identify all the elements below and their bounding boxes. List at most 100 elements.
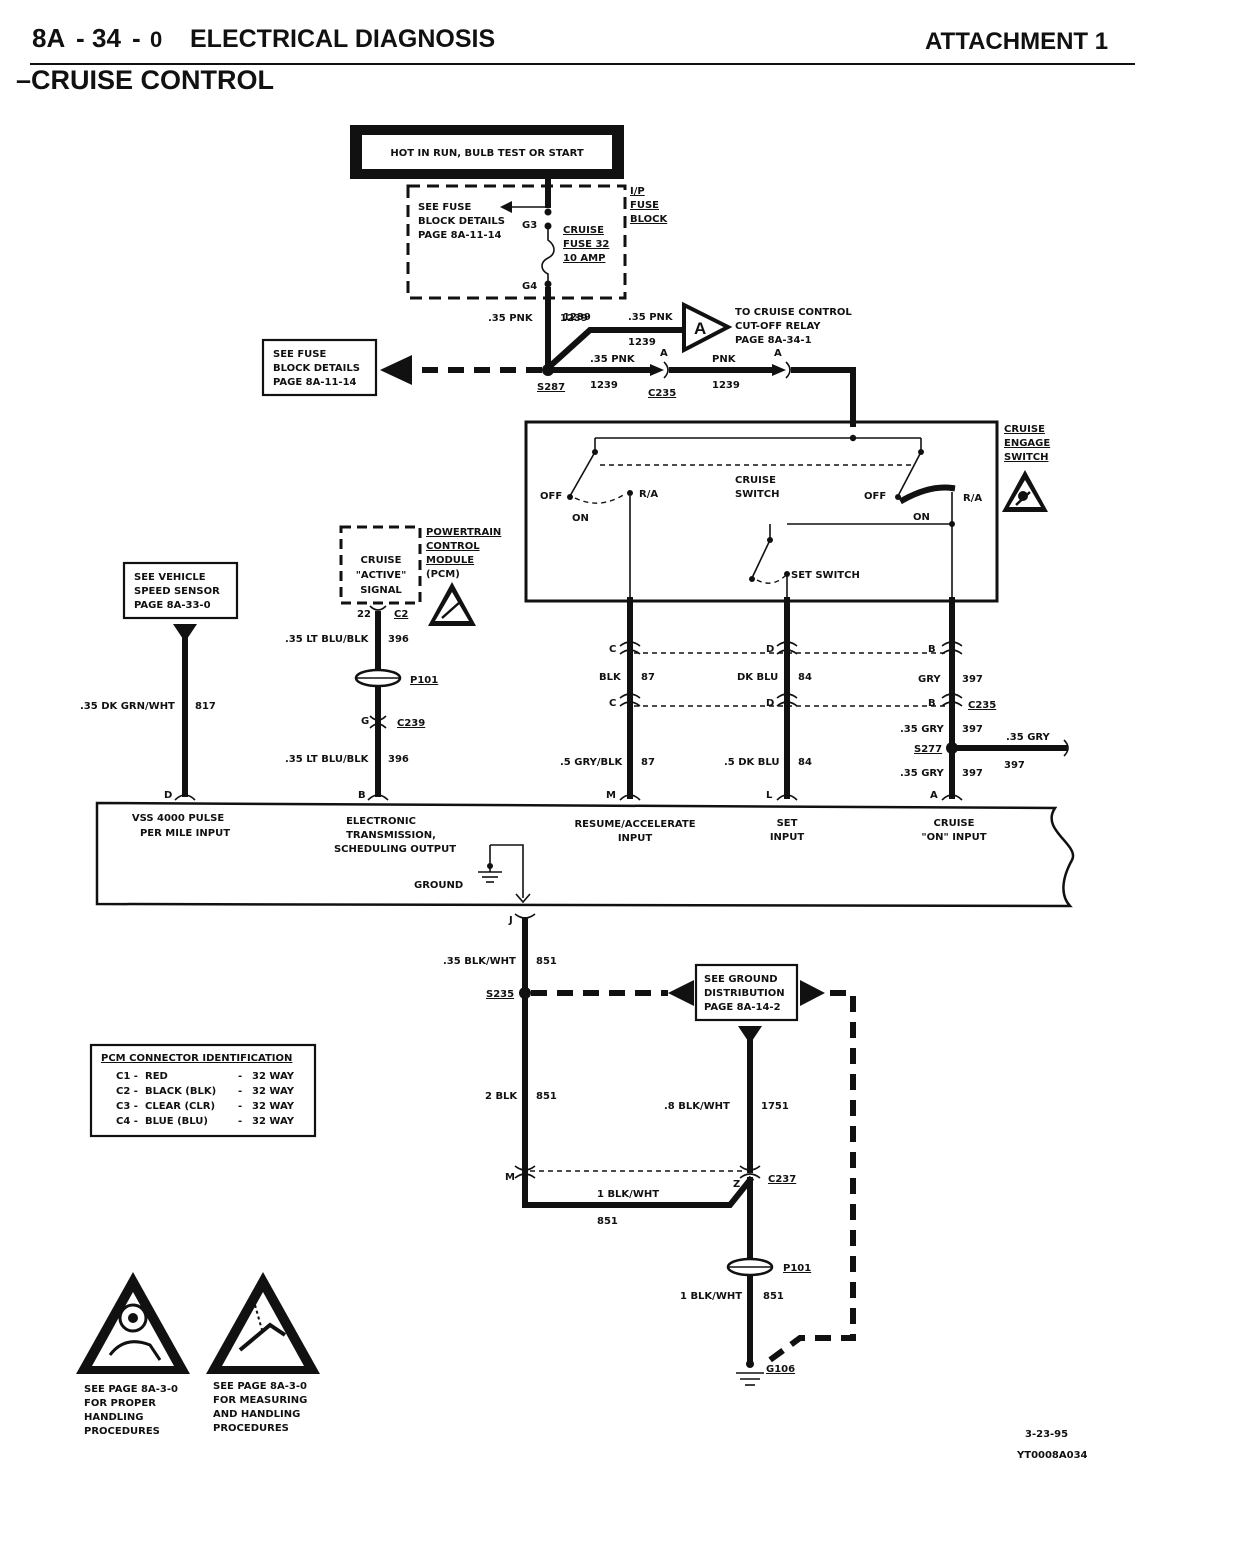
measuring-warning-right: SEE PAGE 8A-3-0 FOR MEASURING AND HANDLI…	[213, 1381, 307, 1434]
svg-text:C1 -: C1 -	[116, 1071, 138, 1082]
cruise-active-signal: CRUISE "ACTIVE" SIGNAL POWERTRAIN CONTRO…	[285, 525, 501, 801]
off-right-label: OFF	[864, 491, 886, 502]
svg-text:HANDLING: HANDLING	[84, 1412, 143, 1423]
svg-text:FUSE: FUSE	[630, 200, 659, 211]
pcm-signal-box	[339, 525, 422, 605]
connector-c237: C237	[768, 1174, 796, 1185]
pin-m-resume: M	[606, 790, 616, 801]
svg-text:BLUE (BLU): BLUE (BLU)	[145, 1116, 208, 1127]
pin-l-set: L	[766, 790, 773, 801]
svg-text:PAGE 8A-34-1: PAGE 8A-34-1	[735, 335, 812, 346]
svg-text:INPUT: INPUT	[770, 832, 805, 843]
ground-g106: G106	[766, 1364, 795, 1375]
svg-text:SET: SET	[777, 818, 798, 829]
svg-text:I/P: I/P	[630, 186, 645, 197]
ground-distribution-box	[694, 963, 799, 1022]
svg-text:SEE PAGE 8A-3-0: SEE PAGE 8A-3-0	[84, 1384, 178, 1395]
ip-fuse-block-label: I/P FUSE BLOCK	[630, 186, 668, 225]
switch-output-wires: C C BLK 87 .5 GRY/BLK 87 M D D DK BLU 84…	[560, 597, 1069, 801]
circuit-851-4: 851	[763, 1291, 784, 1302]
arrow-left-icon	[668, 980, 694, 1006]
pin-b-lower: B	[928, 698, 936, 709]
svg-text:-: -	[238, 1071, 242, 1082]
circuit-397-a: 397	[962, 674, 983, 685]
svg-text:SWITCH: SWITCH	[735, 489, 779, 500]
page-number-sep1: -	[76, 23, 85, 53]
svg-text:BLOCK DETAILS: BLOCK DETAILS	[418, 216, 505, 227]
svg-text:BLOCK DETAILS: BLOCK DETAILS	[273, 363, 360, 374]
svg-text:CRUISE: CRUISE	[361, 555, 402, 566]
splice-s277-label: S277	[914, 744, 942, 755]
wire-5-dk-blu: .5 DK BLU	[724, 757, 780, 768]
svg-text:FOR PROPER: FOR PROPER	[84, 1398, 156, 1409]
circuit-851-1: 851	[536, 956, 557, 967]
ets-output-label: ELECTRONIC TRANSMISSION, SCHEDULING OUTP…	[334, 816, 456, 855]
cruise-engage-switch: CRUISE ENGAGE SWITCH OFF ON R/A CRUISE S…	[524, 420, 1050, 603]
svg-text:C4 -: C4 -	[116, 1116, 138, 1127]
connector-arrow-icon	[650, 364, 664, 376]
wire-dk-blu: DK BLU	[737, 672, 778, 683]
svg-text:32 WAY: 32 WAY	[252, 1071, 295, 1082]
footer-date: 3-23-95	[1025, 1429, 1068, 1440]
pin-c-lower: C	[609, 698, 616, 709]
svg-text:CRUISE: CRUISE	[735, 475, 776, 486]
wire-pnk-after: PNK	[712, 354, 737, 365]
svg-text:32 WAY: 32 WAY	[252, 1101, 295, 1112]
pin-b-ets: B	[358, 790, 366, 801]
wire-35-pnk-top: .35 PNK	[628, 312, 674, 323]
on-right-label: ON	[913, 512, 930, 523]
pin-d-lower: D	[766, 698, 774, 709]
pin-m-ground: M	[505, 1172, 515, 1183]
svg-text:TRANSMISSION,: TRANSMISSION,	[346, 830, 436, 841]
arrow-down-icon	[173, 624, 197, 642]
circuit-397-c: 397	[962, 768, 983, 779]
svg-text:PAGE 8A-14-2: PAGE 8A-14-2	[704, 1002, 781, 1013]
vss-reference-box	[122, 561, 239, 620]
arrow-down-icon	[738, 1026, 762, 1044]
esd-warning-icon	[428, 582, 476, 626]
connector-c235-label: C235	[648, 388, 676, 399]
svg-text:SWITCH: SWITCH	[1004, 452, 1048, 463]
svg-text:FUSE 32: FUSE 32	[563, 239, 609, 250]
esd-warning-icon	[206, 1272, 320, 1374]
ground-circuit: J .35 BLK/WHT 851 S235 SEE GROUND DISTRI…	[443, 913, 856, 1386]
arrow-left-icon	[380, 355, 412, 385]
power-source: HOT IN RUN, BULB TEST OR START SEE FUSE …	[350, 125, 668, 300]
off-left-label: OFF	[540, 491, 562, 502]
svg-text:RESUME/ACCELERATE: RESUME/ACCELERATE	[574, 819, 695, 830]
feed-circuit-1239: .35 PNK 1239 .35 PNK 1239 1239 A TO CRUI…	[261, 287, 856, 427]
svg-text:POWERTRAIN: POWERTRAIN	[426, 527, 501, 538]
wire-35-dk-grn-wht: .35 DK GRN/WHT	[80, 701, 175, 712]
svg-text:-: -	[238, 1116, 242, 1127]
page-number-sub: 0	[150, 27, 162, 52]
fuse-block-reference: SEE FUSE BLOCK DETAILS PAGE 8A-11-14	[418, 202, 505, 241]
svg-text:VSS 4000 PULSE: VSS 4000 PULSE	[132, 813, 225, 824]
svg-text:32 WAY: 32 WAY	[252, 1086, 295, 1097]
wire-1-blk-wht-1: 1 BLK/WHT	[597, 1189, 659, 1200]
relay-reference-triangle	[682, 301, 733, 354]
circuit-1239-top-b: 1239	[628, 337, 656, 348]
splice-s235	[519, 987, 531, 999]
svg-text:(PCM): (PCM)	[426, 569, 460, 580]
svg-text:AND HANDLING: AND HANDLING	[213, 1409, 300, 1420]
circuit-84-b: 84	[798, 757, 812, 768]
set-switch-label: SET SWITCH	[791, 570, 860, 581]
svg-text:"ON" INPUT: "ON" INPUT	[921, 832, 986, 843]
circuit-1239-after: 1239	[712, 380, 740, 391]
svg-text:PER MILE INPUT: PER MILE INPUT	[140, 828, 230, 839]
pcm-table-row-3: C3 - CLEAR (CLR) - 32 WAY	[116, 1101, 295, 1112]
page-title: ELECTRICAL DIAGNOSIS	[190, 25, 495, 53]
svg-text:ELECTRONIC: ELECTRONIC	[346, 816, 416, 827]
arrow-left-icon	[500, 201, 512, 213]
circuit-1239-left: 1239	[560, 313, 588, 324]
svg-text:C2 -: C2 -	[116, 1086, 138, 1097]
vss-input-label: VSS 4000 PULSE PER MILE INPUT	[132, 813, 230, 839]
svg-text:SEE PAGE 8A-3-0: SEE PAGE 8A-3-0	[213, 1381, 307, 1392]
circuit-1239-top-a: 1239	[563, 312, 591, 323]
pcm-table-row-1: C1 - RED - 32 WAY	[116, 1071, 295, 1082]
svg-text:PROCEDURES: PROCEDURES	[213, 1423, 289, 1434]
circuit-396-1: 396	[388, 634, 409, 645]
pcm-table-title: PCM CONNECTOR IDENTIFICATION	[101, 1053, 292, 1064]
attachment-label: ATTACHMENT 1	[925, 28, 1108, 55]
